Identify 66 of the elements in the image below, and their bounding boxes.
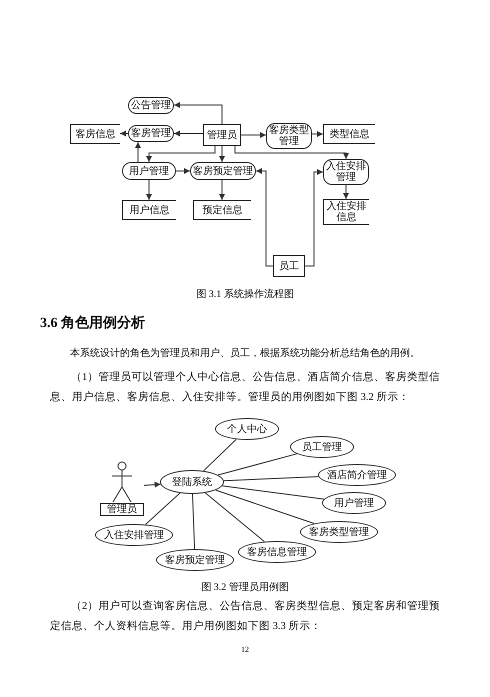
node-text: 用户管理 [333, 498, 375, 508]
page-number: 12 [240, 645, 250, 655]
arrow [174, 130, 204, 136]
actor-label: 管理员 [100, 503, 144, 516]
node-text: 预定信息 [202, 204, 244, 216]
connector-line [222, 485, 325, 500]
node-text: 公告管理 [130, 100, 172, 111]
entity-box [273, 255, 305, 277]
data-store [193, 200, 251, 220]
node-text: 个人中心 [226, 424, 268, 434]
process-box [128, 97, 174, 114]
data-store [70, 124, 120, 144]
node-text: 员工 [278, 260, 300, 272]
data-store [122, 200, 176, 220]
arrow [135, 142, 141, 162]
node-text: 员工管理 [301, 442, 343, 452]
arrow [146, 180, 152, 200]
connector-line [145, 492, 180, 525]
arrow [256, 168, 274, 266]
process-box [190, 162, 256, 180]
use-case-ellipse [160, 470, 224, 494]
node-text: 管理员 [206, 130, 238, 140]
connector-line [192, 494, 196, 550]
body-paragraph: 本系统设计的角色为管理员和用户、员工，根据系统功能分析总结角色的用例。 [69, 347, 421, 361]
figure-caption: 图 3.2 管理员用例图 [200, 581, 290, 594]
node-text: 用户管理 [128, 166, 170, 176]
node-text: 客房信息管理 [246, 546, 308, 558]
arrow [343, 184, 349, 200]
connector-line [215, 490, 315, 524]
process-box [128, 125, 174, 142]
node-text: 客房类型管理 [268, 125, 310, 147]
node-text: 客房信息 [74, 128, 116, 140]
node-text: 酒店简介管理 [326, 470, 388, 480]
node-text: 入住安排信息 [326, 201, 368, 223]
entity-box [203, 124, 241, 146]
node-text: 客房预定管理 [164, 554, 226, 566]
arrow [219, 146, 225, 162]
connector-line [218, 453, 298, 476]
body-paragraph: （1）管理员可以管理个人中心信息、公告信息、酒店简介信息、客房类型信息、用户信息、客房信息、入住安排等。管理员的用例图如下图 3.2 所示： [50, 370, 440, 405]
arrow [120, 130, 128, 136]
process-box [122, 162, 176, 180]
node-text: 登陆系统 [171, 476, 213, 488]
arrow [312, 131, 324, 137]
section-heading: 3.6 角色用例分析 [40, 315, 146, 332]
node-text: 客房类型管理 [308, 526, 370, 538]
connector-line [203, 438, 237, 472]
arrow [176, 168, 190, 174]
node-text: 客房预定管理 [192, 166, 254, 176]
node-text: 入住安排管理 [325, 161, 367, 183]
data-store [323, 124, 375, 144]
arrow [174, 102, 222, 124]
arrow [234, 146, 349, 160]
body-paragraph: （2）用户可以查询客房信息、公告信息、客房类型信息、预定客房和管理预定信息、个人资料信息等。用户用例图如下图 3.3 所示： [50, 599, 440, 634]
connector-line [204, 492, 265, 542]
arrow [219, 180, 225, 200]
node-text: 用户信息 [128, 204, 170, 216]
arrow [146, 146, 216, 162]
arrow [144, 482, 162, 488]
connector-line [223, 476, 319, 482]
node-text: 类型信息 [328, 128, 370, 140]
figure-caption: 图 3.1 系统操作流程图 [195, 288, 295, 301]
arrow [240, 132, 266, 138]
node-text: 客房管理 [130, 128, 172, 139]
arrow [304, 169, 324, 266]
node-text: 入住安排管理 [103, 530, 165, 540]
use-case-ellipse [290, 436, 354, 458]
